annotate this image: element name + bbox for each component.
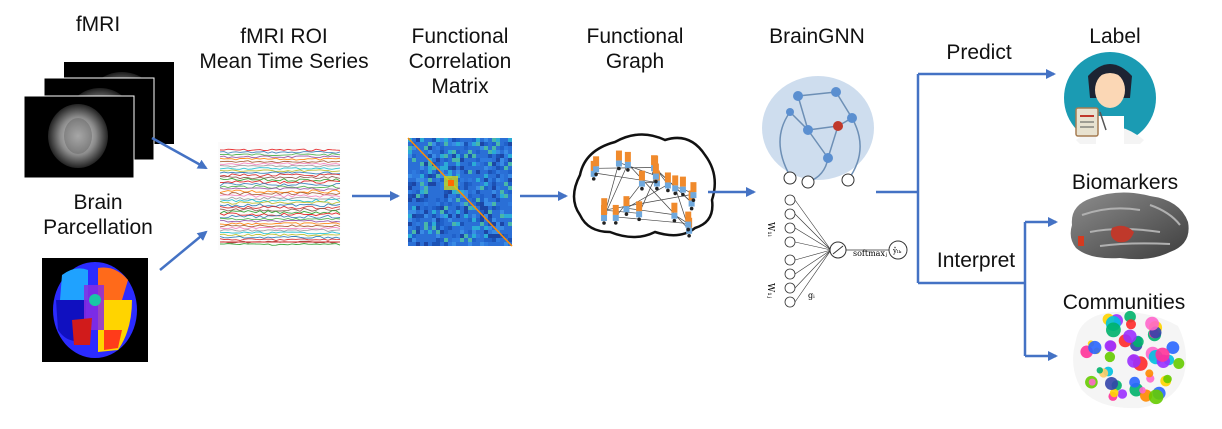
braingnn-title: BrainGNN: [769, 25, 865, 48]
fmri-scan-stack: [23, 62, 174, 179]
communities-brain-image: [1073, 310, 1186, 409]
weight-label-2: W₁ⱼ: [765, 283, 775, 298]
weight-label-1: W₁ᵢ: [765, 222, 775, 237]
roi-time-series-panel: [218, 142, 341, 250]
communities-title: Communities: [1062, 291, 1186, 314]
functional-graph-title: Functional Graph: [586, 25, 684, 73]
fmri-title: fMRI: [75, 13, 121, 36]
softmax-label: softmaxⱼ: [853, 249, 887, 258]
roi-time-series-title: fMRI ROI Mean Time Series: [199, 25, 369, 73]
correlation-matrix-title: Functional Correlation Matrix: [408, 25, 512, 98]
g-symbol: gᵢ: [808, 291, 815, 300]
braingnn-model-diagram: softmaxⱼ ŷₗₖ W₁ᵢ W₁ⱼ gᵢ: [762, 76, 908, 308]
brain-parcellation-image: [42, 258, 148, 362]
biomarkers-title: Biomarkers: [1071, 171, 1179, 194]
interpret-label: Interpret: [936, 249, 1016, 272]
biomarkers-brain-image: [1070, 192, 1189, 260]
predict-label: Predict: [946, 41, 1012, 64]
brain-parcellation-title: Brain Parcellation: [43, 191, 153, 239]
doctor-icon: [1064, 52, 1156, 146]
functional-graph-brain: [572, 133, 717, 239]
flow-arrows: [151, 69, 1058, 361]
label-title: Label: [1089, 25, 1141, 48]
correlation-matrix: [407, 137, 513, 247]
output-symbol: ŷₗₖ: [892, 247, 902, 255]
